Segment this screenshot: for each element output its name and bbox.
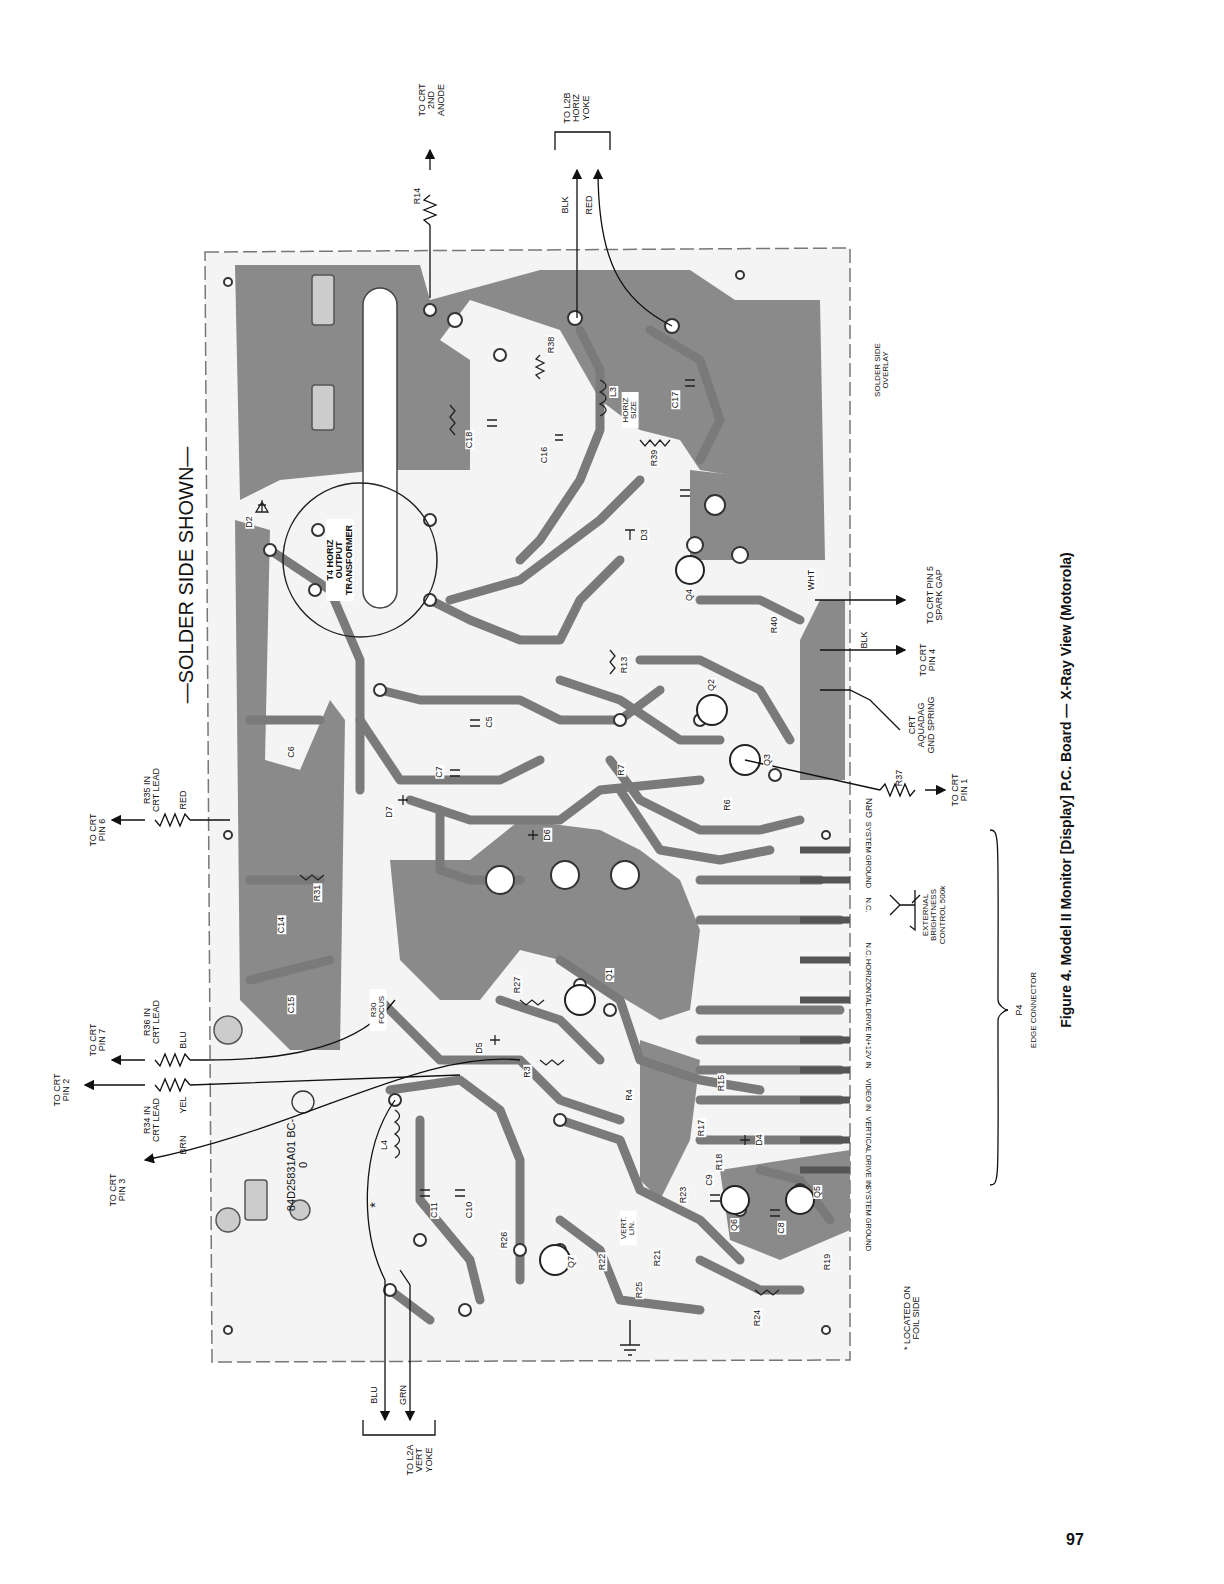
part-label: TO CRT PIN 4 bbox=[919, 639, 938, 681]
part-label: D5 bbox=[475, 1041, 484, 1055]
part-label: C11 bbox=[430, 1201, 439, 1219]
part-label: TO CRT PIN 6 bbox=[89, 809, 108, 851]
part-label: C10 bbox=[465, 1201, 474, 1220]
part-label: VERT. LIN. bbox=[620, 1211, 637, 1245]
part-label: * bbox=[368, 1201, 383, 1208]
part-label: L4 bbox=[380, 1139, 389, 1151]
component-label: T4 HORIZ OUTPUT TRANSFORMER bbox=[326, 519, 354, 601]
part-label: P4 bbox=[1015, 1003, 1024, 1016]
part-label: R13 bbox=[620, 656, 629, 675]
part-label: SYSTEM GROUND bbox=[864, 1184, 872, 1252]
part-label: D3 bbox=[640, 528, 649, 542]
part-label: D6 bbox=[543, 828, 552, 842]
part-label: D4 bbox=[755, 1133, 764, 1147]
part-label: R18 bbox=[715, 1153, 724, 1172]
part-label: R26 bbox=[500, 1231, 509, 1250]
part-label: R14 bbox=[413, 187, 422, 206]
part-label: N.C. bbox=[864, 897, 872, 914]
part-label: C17 bbox=[671, 391, 680, 410]
part-label: R15 bbox=[717, 1074, 726, 1093]
part-label: R22 bbox=[598, 1253, 607, 1272]
part-label: VERTICAL DRIVE IN bbox=[864, 1116, 872, 1189]
part-label: HORIZ SIZE bbox=[622, 392, 639, 428]
part-label: R21 bbox=[653, 1249, 662, 1268]
part-label: BLK bbox=[561, 195, 570, 214]
part-label: R27 bbox=[513, 976, 522, 995]
transformer-circle: T4 HORIZ OUTPUT TRANSFORMER bbox=[283, 483, 437, 637]
part-label: C6 bbox=[287, 745, 296, 759]
part-label: R23 bbox=[679, 1186, 688, 1205]
part-label: TO CRT PIN 1 bbox=[951, 769, 970, 811]
part-label: BRN bbox=[179, 1134, 188, 1155]
part-label: TO CRT PIN 2 bbox=[53, 1069, 72, 1111]
part-label: Q2 bbox=[707, 678, 716, 692]
part-label: EDGE CONNECTOR bbox=[1030, 971, 1038, 1049]
part-label: C7 bbox=[435, 765, 444, 779]
part-label: RED bbox=[585, 194, 594, 215]
part-label: Q1 bbox=[605, 968, 614, 982]
part-label: R38 bbox=[547, 336, 556, 355]
part-label: R4 bbox=[625, 1088, 634, 1102]
part-label: N.C. bbox=[864, 942, 872, 959]
part-label: R19 bbox=[823, 1253, 832, 1272]
part-label: R30 FOCUS bbox=[370, 989, 387, 1031]
part-label: C5 bbox=[485, 715, 494, 729]
part-label: —SOLDER SIDE SHOWN— bbox=[176, 446, 197, 705]
part-label: C8 bbox=[777, 1221, 786, 1235]
part-label: L3 bbox=[609, 386, 618, 398]
part-label: BLU bbox=[370, 1385, 379, 1405]
part-label: EXTERNAL BRIGHTNESS CONTROL 500k bbox=[922, 883, 947, 947]
part-label: R31 bbox=[313, 884, 322, 903]
part-label: R35 IN CRT LEAD bbox=[143, 766, 162, 814]
part-label: TO CRT 2ND ANODE bbox=[418, 76, 446, 124]
part-label: BLK bbox=[860, 630, 869, 649]
part-label: Q5 bbox=[813, 1185, 822, 1199]
part-label: TO L2A VERT YOKE bbox=[406, 1439, 434, 1481]
part-label: RED bbox=[179, 789, 188, 810]
part-label: TO CRT PIN 5 SPARK GAP bbox=[926, 563, 945, 627]
part-label: * LOCATED ON FOIL SIDE bbox=[903, 1284, 922, 1352]
part-label: C18 bbox=[465, 431, 474, 450]
part-label: GRN bbox=[399, 1384, 408, 1406]
part-label: Q6 bbox=[730, 1218, 739, 1232]
part-label: TO CRT PIN 7 bbox=[89, 1019, 108, 1061]
part-label: VIDEO IN bbox=[864, 1078, 872, 1113]
part-label: R3 bbox=[523, 1065, 532, 1079]
part-label: Q7 bbox=[567, 1255, 576, 1269]
figure-caption: Figure 4. Model II Monitor [Display] P.C… bbox=[1059, 551, 1074, 1029]
part-label: R34 IN CRT LEAD bbox=[143, 1096, 162, 1144]
part-label: WHT bbox=[807, 569, 816, 592]
part-label: GRN bbox=[865, 797, 874, 819]
part-label: C9 bbox=[705, 1173, 714, 1187]
part-label: TO L2B HORIZ YOKE bbox=[563, 84, 591, 132]
part-label: C14 bbox=[277, 916, 286, 935]
part-label: R36 IN CRT LEAD bbox=[143, 998, 162, 1046]
part-label: R37 bbox=[895, 769, 904, 788]
part-label: SYSTEM GROUND bbox=[864, 821, 872, 889]
part-label: Q4 bbox=[685, 588, 694, 602]
part-label: R7 bbox=[617, 763, 626, 777]
part-label: Q3 bbox=[763, 753, 772, 767]
part-label: 84D25831A01 BC-0 bbox=[286, 1117, 309, 1214]
part-label: R40 bbox=[770, 616, 779, 635]
part-label: R6 bbox=[723, 798, 732, 812]
part-label: R39 bbox=[650, 449, 659, 468]
part-label: R17 bbox=[697, 1119, 706, 1138]
part-label: D7 bbox=[385, 805, 394, 819]
part-label: C15 bbox=[287, 996, 296, 1015]
part-label: R25 bbox=[635, 1281, 644, 1300]
part-label: C16 bbox=[540, 446, 549, 465]
part-label: BLU bbox=[179, 1030, 188, 1050]
part-label: YEL bbox=[179, 1095, 188, 1114]
part-label: 97 bbox=[1065, 1532, 1085, 1549]
part-label: CRT AQUADAG GND SPRING bbox=[908, 693, 936, 757]
part-label: R24 bbox=[753, 1309, 762, 1328]
part-label: +12V IN bbox=[864, 1040, 872, 1069]
part-label: TO CRT PIN 3 bbox=[109, 1169, 128, 1211]
part-label: HORIZONTAL DRIVE IN bbox=[864, 958, 872, 1042]
part-label: D2 bbox=[245, 515, 254, 529]
part-label: SOLDER SIDE OVERLAY bbox=[874, 341, 891, 399]
